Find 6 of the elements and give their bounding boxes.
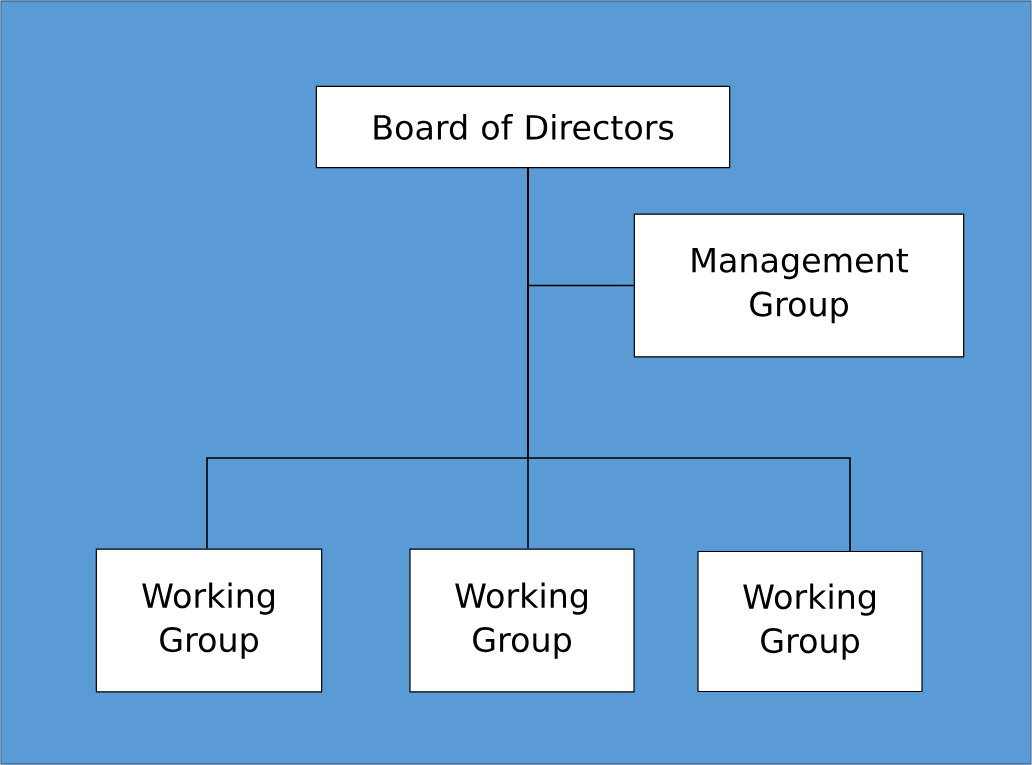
- org-box: Management Group: [633, 213, 965, 358]
- org-box: Board of Directors: [315, 85, 731, 169]
- org-box: Working Group: [697, 550, 923, 693]
- org-box: Working Group: [95, 548, 323, 693]
- connector-line: [527, 167, 851, 552]
- org-box: Working Group: [409, 548, 635, 693]
